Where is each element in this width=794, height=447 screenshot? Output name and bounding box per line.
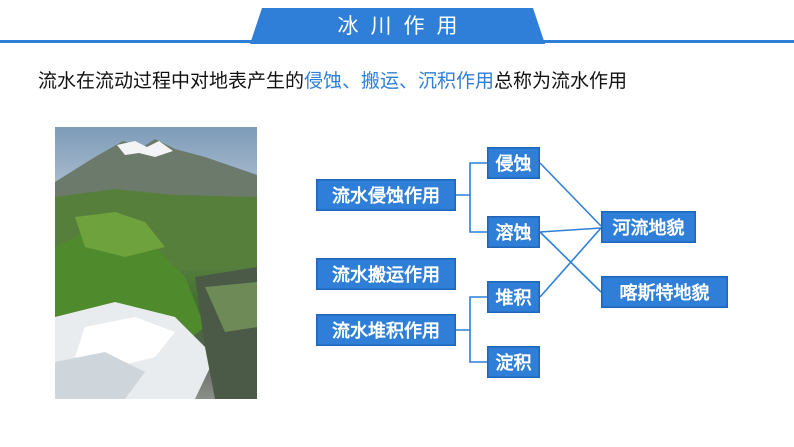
intro-sentence: 流水在流动过程中对地表产生的侵蚀、搬运、沉积作用总称为流水作用 (38, 66, 627, 93)
sub-precipitation: 淀积 (487, 346, 540, 378)
process-transport: 流水搬运作用 (316, 258, 456, 290)
process-erosion: 流水侵蚀作用 (316, 179, 456, 211)
sub-dissolution: 溶蚀 (487, 216, 540, 248)
process-deposition: 流水堆积作用 (316, 314, 456, 346)
sub-erosion: 侵蚀 (487, 147, 540, 179)
title-tab (250, 8, 545, 44)
landform-karst: 喀斯特地貌 (601, 276, 728, 308)
intro-prefix: 流水在流动过程中对地表产生的 (38, 70, 305, 92)
landform-fluvial: 河流地貌 (601, 211, 696, 243)
page-title: 冰川作用 (337, 14, 470, 38)
mountain-stream-photo (55, 127, 257, 399)
intro-highlight: 侵蚀、搬运、沉积作用 (304, 70, 495, 92)
intro-suffix: 总称为流水作用 (494, 70, 628, 92)
sub-accumulation: 堆积 (487, 281, 540, 313)
